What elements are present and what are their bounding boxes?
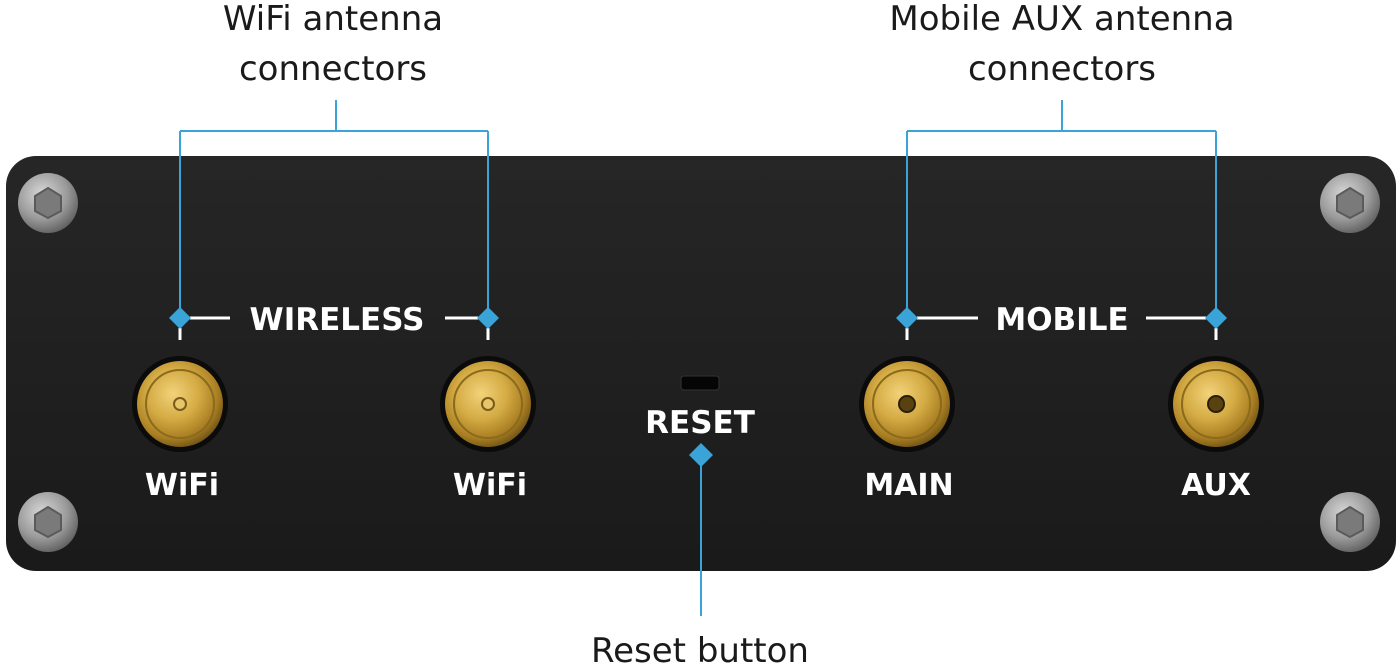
reset-hole-icon[interactable] (680, 375, 720, 391)
sma-connector-icon[interactable] (859, 356, 955, 452)
screw-icon (1320, 173, 1380, 233)
wifi-callout-line1: WiFi antenna (223, 0, 443, 39)
wifi-bracket-leader (179, 100, 489, 318)
wifi-callout-line2: connectors (239, 49, 427, 89)
wifi-right-marker (477, 307, 499, 329)
sma-connector-icon[interactable] (1168, 356, 1264, 452)
mobile-callout-line2: connectors (968, 49, 1156, 89)
port-label-main: MAIN (864, 468, 953, 503)
reset-label: RESET (645, 405, 755, 441)
wireless-label: WIRELESS (250, 302, 425, 338)
wifi-left-marker (169, 307, 191, 329)
reset-callout: Reset button (591, 631, 809, 666)
port-label-aux: AUX (1181, 468, 1251, 503)
reset-marker (689, 443, 713, 467)
mobile-callout-line1: Mobile AUX antenna (889, 0, 1234, 39)
mobile-main-marker (896, 307, 918, 329)
screw-icon (1320, 492, 1380, 552)
mobile-label: MOBILE (995, 302, 1128, 338)
mobile-bracket-leader (906, 100, 1217, 318)
mobile-aux-marker (1205, 307, 1227, 329)
device-panel (6, 156, 1396, 571)
sma-connector-icon[interactable] (440, 356, 536, 452)
port-label-wifi-2: WiFi (453, 468, 527, 503)
port-label-wifi-1: WiFi (145, 468, 219, 503)
mobile-guide-lines (905, 316, 1218, 340)
screw-icon (18, 173, 78, 233)
sma-connector-icon[interactable] (132, 356, 228, 452)
wireless-guide-lines (178, 316, 490, 340)
screw-icon (18, 492, 78, 552)
